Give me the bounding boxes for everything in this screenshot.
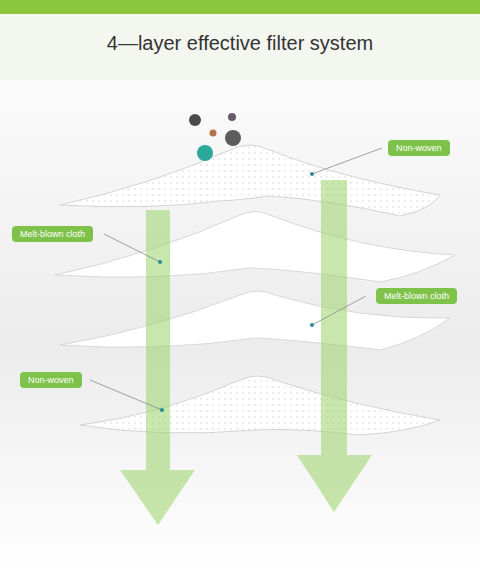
title-band (0, 14, 480, 80)
label-text: Melt-blown cloth (20, 229, 85, 239)
label-text: Non-woven (396, 143, 442, 153)
label-text: Non-woven (28, 375, 74, 385)
layer-label: Melt-blown cloth (376, 288, 457, 304)
flow-arrows (120, 180, 372, 525)
title: 4—layer effective filter system (0, 32, 480, 55)
label-text: Melt-blown cloth (384, 291, 449, 301)
leader-lines (90, 148, 382, 410)
leader-dots (158, 172, 314, 412)
virus-particles (189, 113, 241, 161)
layer-label: Non-woven (20, 372, 82, 388)
top-bar (0, 0, 480, 14)
layer-label: Non-woven (388, 140, 450, 156)
layer-label: Melt-blown cloth (12, 226, 93, 242)
